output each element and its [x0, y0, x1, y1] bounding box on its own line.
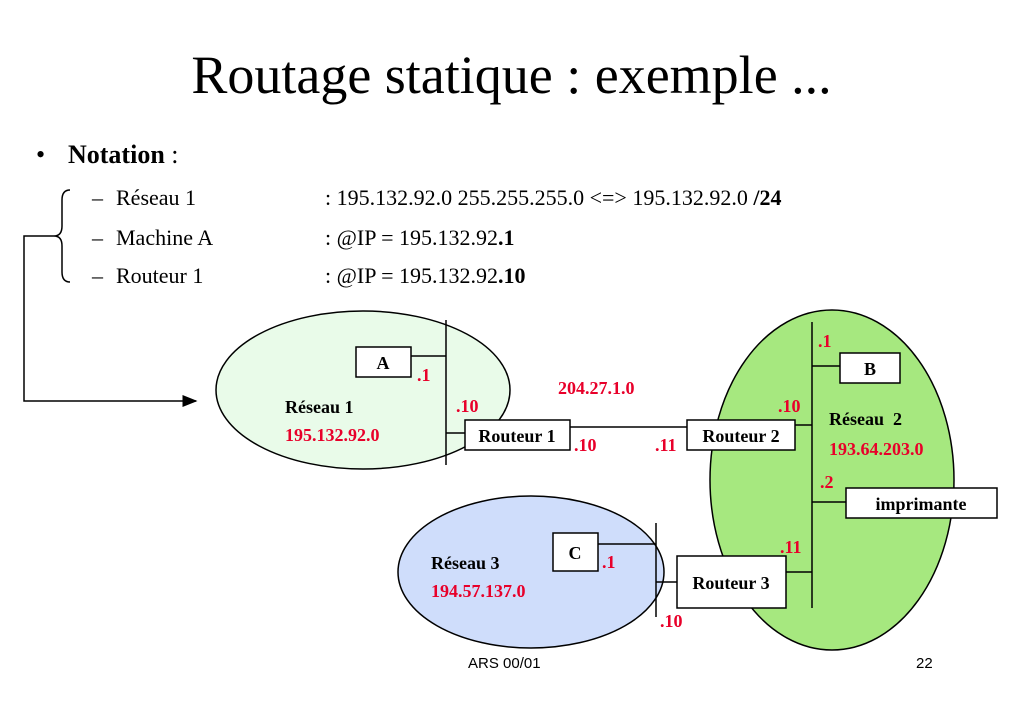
addr-c: .1	[602, 552, 616, 572]
item-name: Routeur 1	[116, 263, 204, 288]
bullet-symbol: •	[36, 140, 46, 169]
footer-course: ARS 00/01	[468, 655, 541, 672]
host-b-box	[839, 352, 901, 384]
router3-label: Routeur 3	[692, 573, 769, 593]
router1-box	[464, 419, 571, 451]
addr-r2-net2: .10	[778, 396, 801, 416]
router3-box	[676, 555, 787, 609]
addr-r1-net1: .10	[456, 396, 479, 416]
item-name: Réseau 1	[116, 185, 197, 210]
link-network-address: 204.27.1.0	[558, 378, 635, 398]
item-value-bold: .10	[498, 263, 526, 288]
printer-box	[845, 487, 998, 519]
router2-box	[686, 419, 796, 451]
host-a-label: A	[377, 353, 390, 373]
item-dash: –	[92, 185, 103, 210]
item-value-bold: /24	[753, 185, 782, 210]
item-dash: –	[92, 263, 103, 288]
item-dash: –	[92, 225, 103, 250]
addr-printer: .2	[820, 472, 834, 492]
router2-label: Routeur 2	[702, 426, 779, 446]
router1-label: Routeur 1	[478, 426, 555, 446]
network1-ellipse	[215, 310, 511, 470]
addr-r3-net2: .11	[780, 537, 802, 557]
network3-address: 194.57.137.0	[431, 581, 526, 601]
item-name: Machine A	[116, 225, 214, 250]
addr-b: .1	[818, 331, 832, 351]
item-value-bold: .1	[498, 225, 515, 250]
footer-page-number: 22	[916, 655, 933, 672]
addr-r2-link: .11	[655, 435, 677, 455]
slide-title: Routage statique : exemple ...	[191, 45, 832, 105]
network2-name: Réseau 2	[829, 409, 902, 429]
network3-name: Réseau 3	[431, 553, 500, 573]
addr-r1-link: .10	[574, 435, 597, 455]
notation-label: Notation	[68, 140, 165, 169]
host-c-box	[552, 532, 599, 572]
host-a-box	[355, 346, 412, 378]
addr-a: .1	[417, 365, 431, 385]
network1-address: 195.132.92.0	[285, 425, 380, 445]
host-c-label: C	[569, 543, 582, 563]
item-value: : @IP = 195.132.92	[325, 225, 499, 250]
printer-label: imprimante	[876, 494, 967, 514]
item-value: : 195.132.92.0 255.255.255.0 <=> 195.132…	[325, 185, 754, 210]
item-value: : @IP = 195.132.92	[325, 263, 499, 288]
brace-arrow	[23, 235, 198, 407]
notation-brace	[53, 189, 71, 283]
notation-suffix: :	[164, 140, 179, 169]
host-b-label: B	[864, 359, 876, 379]
network2-address: 193.64.203.0	[829, 439, 924, 459]
addr-r3-net3: .10	[660, 611, 683, 631]
network1-name: Réseau 1	[285, 397, 354, 417]
